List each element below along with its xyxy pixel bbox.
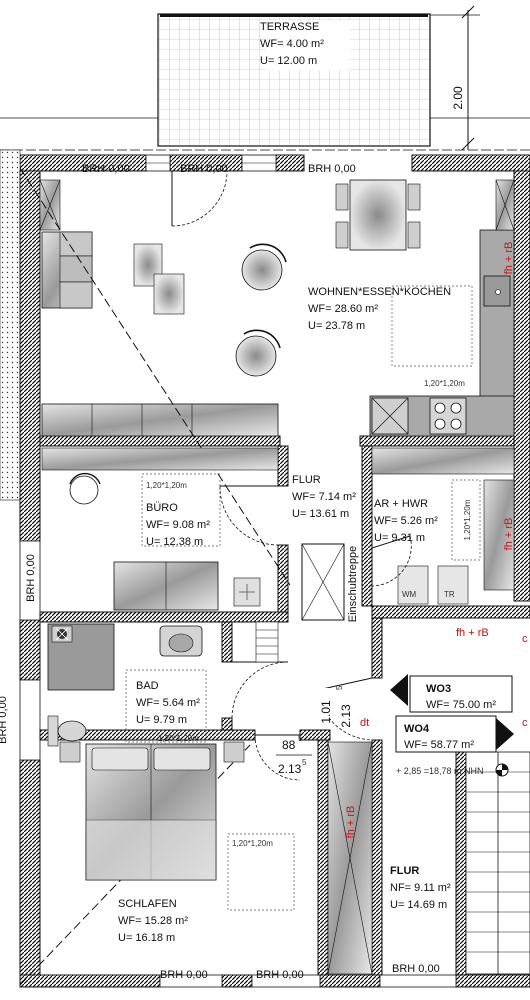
wohnen-name: WOHNEN*ESSEN*KOCHEN: [308, 286, 451, 298]
brh-bottom-2: BRH 0,00: [256, 969, 304, 981]
terrace: [157, 13, 431, 147]
dt-label: dt: [360, 717, 369, 729]
door-width-2: 88: [282, 738, 296, 752]
flur-top-area: WF= 7.14 m²: [292, 491, 356, 503]
unit-markers: [390, 674, 514, 777]
brh-bottom-1: BRH 0,00: [160, 969, 208, 981]
flur-top-perimeter: U= 13.61 m: [292, 508, 349, 520]
buero-perimeter: U= 12.38 m: [146, 536, 203, 548]
buero-name: BÜRO: [146, 502, 178, 514]
interior-walls: [39, 435, 530, 976]
dimension-boxes: [276, 688, 364, 756]
utility-room: [371, 447, 515, 605]
door-width-1: 1.01: [319, 700, 333, 724]
einschubtreppe-label: Einschubtreppe: [347, 546, 359, 622]
flur-bottom-area: NF= 9.11 m²: [390, 882, 451, 894]
brh-top-2: BRH 0,00: [180, 163, 228, 175]
wo4-name: WO4: [404, 723, 430, 735]
living-furniture: [39, 179, 473, 437]
buero-area: WF= 9.08 m²: [146, 519, 210, 531]
turning-circle-buero: 1,20*1,20m: [146, 481, 187, 490]
ar-hwr-area: WF= 5.26 m²: [374, 515, 438, 527]
kitchen: [369, 179, 515, 437]
bad-perimeter: U= 9.79 m: [136, 714, 187, 726]
turning-circle-bad: 1,20*1,20m: [158, 734, 199, 743]
bad-name: BAD: [136, 680, 159, 692]
door-width-2-sup: 5: [298, 734, 303, 743]
fh-rb-ar: fh + rB: [503, 518, 515, 551]
office-furniture: [41, 447, 279, 611]
main-stair: [465, 732, 530, 975]
brh-left-2: BRH 0,00: [0, 696, 9, 744]
turning-circle-schlafen: 1,20*1,20m: [232, 839, 273, 848]
terrace-area: WF= 4.00 m²: [260, 38, 324, 50]
turning-circle-ar: 1,20*1,20m: [463, 499, 472, 540]
wo3-name: WO3: [426, 683, 451, 695]
brh-top-3: BRH 0,00: [308, 163, 356, 175]
ar-hwr-perimeter: U= 9.31 m: [374, 532, 425, 544]
wohnen-perimeter: U= 23.78 m: [308, 320, 365, 332]
terrace-perimeter: U= 12.00 m: [260, 55, 317, 67]
bathroom: [47, 623, 289, 747]
flur-bottom-perimeter: U= 14.69 m: [390, 899, 447, 911]
fh-rb-kitchen: fh + rB: [503, 242, 515, 275]
door-height-2: 2.13: [278, 762, 302, 776]
bedroom: [59, 734, 373, 975]
door-height-2-sup: 5: [302, 758, 307, 767]
flur-top-name: FLUR: [292, 474, 321, 486]
washing-machine-label: WM: [402, 590, 417, 599]
turning-circle-wohnen: 1,20*1,20m: [424, 379, 465, 388]
wo3-area: WF= 75.00 m²: [426, 699, 496, 711]
door-height-1: 2.13: [339, 704, 353, 728]
flur-bottom-name: FLUR: [390, 865, 419, 877]
dryer-label: TR: [444, 590, 455, 599]
door-height-1-sup: 5: [335, 685, 344, 690]
terrace-dimension: [430, 5, 480, 151]
wohnen-area: WF= 28.60 m²: [308, 303, 378, 315]
bad-area: WF= 5.64 m²: [136, 697, 200, 709]
section-line-1: [19, 167, 291, 586]
small-stair: [255, 621, 279, 663]
elevation-label: + 2,85 =18,78 m NHN: [396, 766, 484, 776]
attic-hatch: [301, 543, 345, 621]
ar-hwr-name: AR + HWR: [374, 498, 428, 510]
cut-letter-top: c: [522, 717, 528, 729]
cut-letter-flur: c: [522, 633, 528, 645]
brh-bottom-3: BRH 0,00: [392, 963, 440, 975]
schlafen-perimeter: U= 16.18 m: [118, 932, 175, 944]
fh-rb-schlafen: fh + rB: [345, 806, 357, 839]
schlafen-name: SCHLAFEN: [118, 898, 177, 910]
fh-rb-flur: fh + rB: [456, 627, 489, 639]
terrace-depth-dim: 2.00: [451, 86, 465, 110]
schlafen-area: WF= 15.28 m²: [118, 915, 188, 927]
entrance-door-swing: [171, 170, 228, 227]
terrace-name: TERRASSE: [260, 21, 319, 33]
brh-left-1: BRH 0,00: [25, 554, 37, 602]
brh-top-1: BRH 0,00: [82, 163, 130, 175]
wo4-area: WF= 58.77 m²: [404, 739, 474, 751]
